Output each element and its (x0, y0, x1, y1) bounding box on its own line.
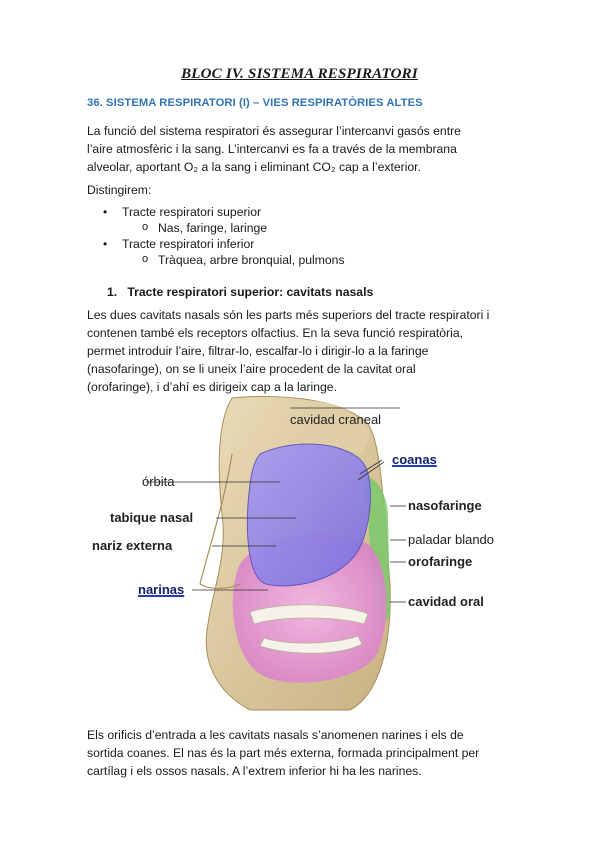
body-line: Les dues cavitats nasals són les parts m… (87, 308, 490, 322)
teeth (249, 604, 369, 654)
intro-paragraph: La funció del sistema respiratori és ass… (87, 122, 517, 176)
label-narinas: narinas (138, 582, 185, 597)
label-tabique-nasal: tabique nasal (110, 510, 194, 525)
closing-line: cartílag i els ossos nasals. A l’extrem … (87, 764, 422, 778)
label-cavidad-craneal: cavidad craneal (290, 412, 382, 427)
label-orbita: órbita (142, 474, 175, 489)
intro-line: alveolar, aportant O₂ a la sang i elimin… (87, 160, 421, 174)
nose-outline (199, 453, 241, 590)
sub-bullet-marker: o (142, 253, 149, 265)
distinguirem-label: Distingirem: (87, 183, 152, 197)
subsection-number: 1. (107, 285, 118, 299)
cranial-cavity (290, 399, 370, 454)
closing-paragraph: Els orificis d’entrada a les cavitats na… (87, 726, 517, 780)
nasal-cavity-region (246, 443, 371, 587)
nasal-cavity-figure: cavidad craneal coanas órbita nasofaring… (92, 394, 520, 714)
sub-bullet-item: Tràquea, arbre bronquial, pulmons (158, 253, 345, 267)
label-cavidad-oral: cavidad oral (408, 594, 484, 609)
closing-line: sortida coanes. El nas és la part més ex… (87, 746, 480, 760)
bullet-dot: • (103, 205, 108, 219)
bullet-item: Tracte respiratori inferior (122, 237, 255, 251)
bullet-dot: • (103, 237, 108, 251)
intro-line: La funció del sistema respiratori és ass… (87, 124, 461, 138)
intro-line: l’aire atmosfèric i la sang. L’intercanv… (87, 142, 457, 156)
bullet-item: Tracte respiratori superior (122, 205, 262, 219)
leader-lines (146, 407, 406, 603)
label-nariz-externa: nariz externa (92, 538, 173, 553)
body-line: contenen també els receptors olfactius. … (87, 326, 463, 340)
label-paladar-blando: paladar blando (408, 532, 495, 547)
subsection-heading: 1. Tracte respiratori superior: cavitats… (107, 285, 373, 299)
label-coanas: coanas (392, 452, 437, 467)
label-nasofaringe: nasofaringe (408, 498, 482, 513)
body-line: (nasofaringe), on se li uneix l’aire pro… (87, 362, 416, 376)
sub-bullet-item: Nas, faringe, laringe (158, 221, 268, 235)
subsection-title: Tracte respiratori superior: cavitats na… (127, 285, 374, 299)
section-heading: 36. SISTEMA RESPIRATORI (I) – VIES RESPI… (87, 97, 423, 109)
body-line: (orofaringe), i d’ahí es dirigeix cap a … (87, 380, 337, 394)
label-orofaringe: orofaringe (408, 554, 473, 569)
body-line: permet introduir l’aire, filtrar-lo, esc… (87, 344, 429, 358)
sub-bullet-marker: o (142, 221, 149, 233)
anatomy-illustration (146, 395, 406, 711)
page-title: BLOC IV. SISTEMA RESPIRATORI (181, 66, 418, 82)
body-paragraph: Les dues cavitats nasals són les parts m… (87, 306, 517, 396)
closing-line: Els orificis d’entrada a les cavitats na… (87, 728, 464, 742)
